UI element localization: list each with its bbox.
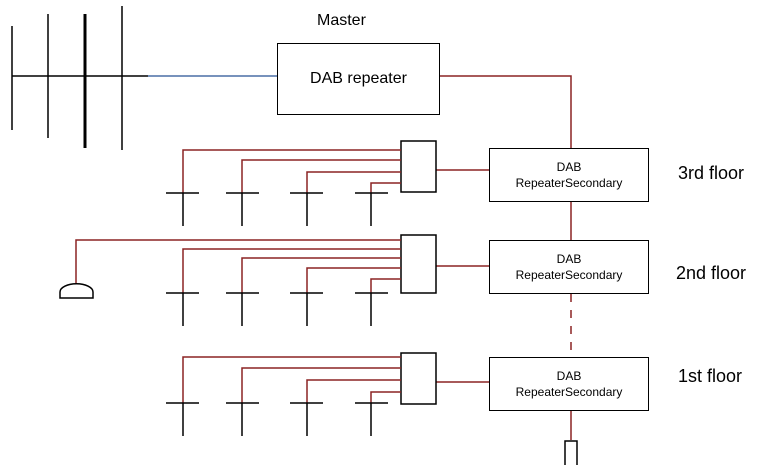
antenna-cable (306, 379, 401, 403)
ceiling-antenna-icon (226, 192, 259, 226)
ceiling-antenna-icon (290, 292, 323, 326)
antenna-cable (241, 257, 401, 293)
secondary-repeater-2nd-floor: DAB RepeaterSecondary (489, 240, 649, 294)
secondary-label-line1: DAB (556, 369, 582, 383)
antenna-cable (182, 248, 401, 293)
antenna-cable (370, 391, 401, 403)
ceiling-antenna-icon (355, 402, 388, 436)
master-to-secondary-cable (440, 75, 572, 148)
floor-label-3rd: 3rd floor (678, 163, 745, 183)
antenna-cable (182, 356, 401, 403)
ceiling-antenna-icon (290, 402, 323, 436)
antenna-cable (241, 159, 401, 193)
ceiling-antenna-icon (355, 192, 388, 226)
antenna-cable (182, 149, 401, 193)
antenna-cable (370, 182, 401, 193)
dish-antenna-icon (59, 283, 94, 299)
floor-label-2nd: 2nd floor (676, 263, 747, 283)
ceiling-antenna-icon (226, 292, 259, 326)
secondary-repeater-1st-floor: DAB RepeaterSecondary (489, 357, 649, 411)
floor-1-distribution (166, 352, 489, 436)
antenna-cable (306, 267, 401, 293)
ceiling-antenna-icon (166, 292, 199, 326)
secondary-label-line2: RepeaterSecondary (515, 268, 623, 282)
secondary-label-line2: RepeaterSecondary (515, 176, 623, 190)
terminator-icon (564, 440, 578, 465)
ceiling-antenna-icon (166, 192, 199, 226)
antenna-cable (306, 171, 401, 193)
splitter-icon (400, 140, 437, 193)
master-dab-repeater-box: DAB repeater (277, 43, 440, 115)
ceiling-antenna-icon (166, 402, 199, 436)
ceiling-antenna-icon (290, 192, 323, 226)
master-title: Master (317, 12, 366, 29)
secondary-label-line1: DAB (556, 160, 582, 174)
ceiling-antenna-icon (355, 292, 388, 326)
floor-3-distribution (166, 140, 489, 226)
secondary-label-line1: DAB (556, 252, 582, 266)
antenna-cable (241, 367, 401, 403)
floor-label-1st: 1st floor (678, 366, 743, 386)
secondary-repeater-3rd-floor: DAB RepeaterSecondary (489, 148, 649, 202)
outdoor-antenna-icon (11, 6, 148, 150)
splitter-icon (400, 352, 437, 405)
ceiling-antenna-icon (226, 402, 259, 436)
dish-antenna-cable (75, 239, 401, 285)
antenna-cable (370, 278, 401, 293)
floor-2-distribution (59, 234, 489, 326)
secondary-label-line2: RepeaterSecondary (515, 385, 623, 399)
splitter-icon (400, 234, 437, 294)
master-box-label: DAB repeater (310, 70, 407, 87)
